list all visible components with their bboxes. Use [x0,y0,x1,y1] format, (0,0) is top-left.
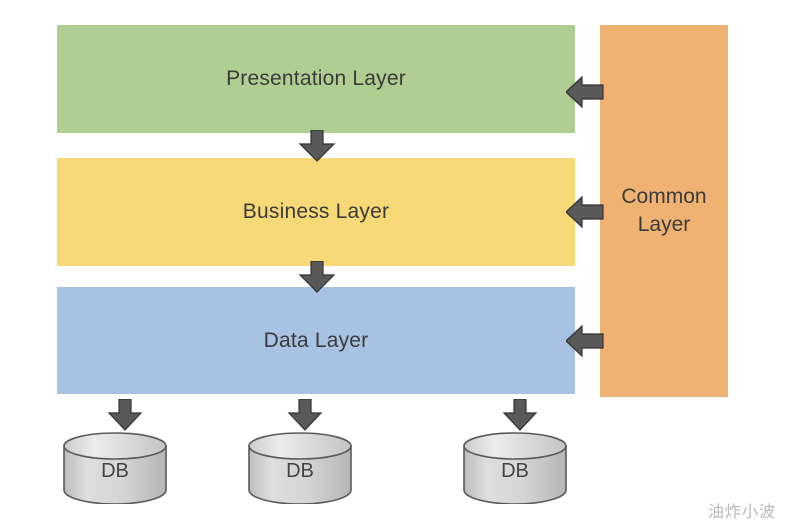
layer-common-label-line2: Layer [637,213,691,236]
arrow-down-data-to-db-2-icon [286,399,324,431]
arrow-left-common-to-presentation-icon [566,75,604,109]
arrow-left-common-to-data-icon [566,324,604,358]
layer-data[interactable]: Data Layer [57,287,575,394]
layer-business-label: Business Layer [242,200,390,223]
layer-data-label: Data Layer [263,328,369,352]
arrow-left-common-to-business-icon [566,195,604,229]
arrow-down-data-to-db-1-icon [106,399,144,431]
database-cylinder-1[interactable]: DB [60,432,170,504]
layer-business[interactable]: Business Layer [57,158,575,266]
layer-common-label-line1: Common [621,184,707,208]
arrow-down-presentation-to-business-icon [297,130,337,162]
watermark: 油炸小波 [707,502,776,521]
arrow-down-data-to-db-3-icon [501,399,539,431]
layer-presentation-label: Presentation Layer [226,67,406,90]
database-cylinder-3[interactable]: DB [460,432,570,504]
layer-common[interactable]: Common Layer [600,25,728,397]
arrow-down-business-to-data-icon [297,261,337,293]
layer-presentation[interactable]: Presentation Layer [57,25,575,133]
layer-common-label: Common Layer [621,183,706,240]
database-cylinder-2[interactable]: DB [245,432,355,504]
